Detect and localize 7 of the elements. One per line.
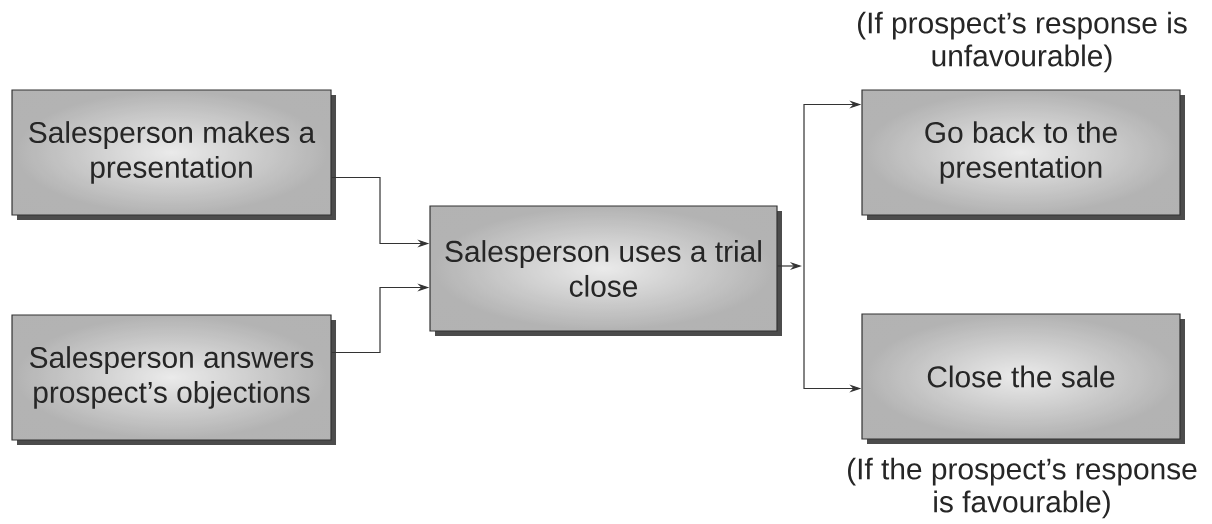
process-box: Salesperson uses a trial close: [429, 205, 782, 336]
process-box: Go back to the presentation: [861, 89, 1185, 220]
process-box: Salesperson makes a presentation: [11, 89, 336, 220]
process-box: Close the sale: [861, 313, 1185, 444]
condition-note: (If the prospect’s response is favourable): [848, 457, 1197, 519]
condition-note: (If prospect’s response is unfavourable): [858, 11, 1187, 73]
process-box: Salesperson answers prospect’s objections: [11, 314, 336, 445]
